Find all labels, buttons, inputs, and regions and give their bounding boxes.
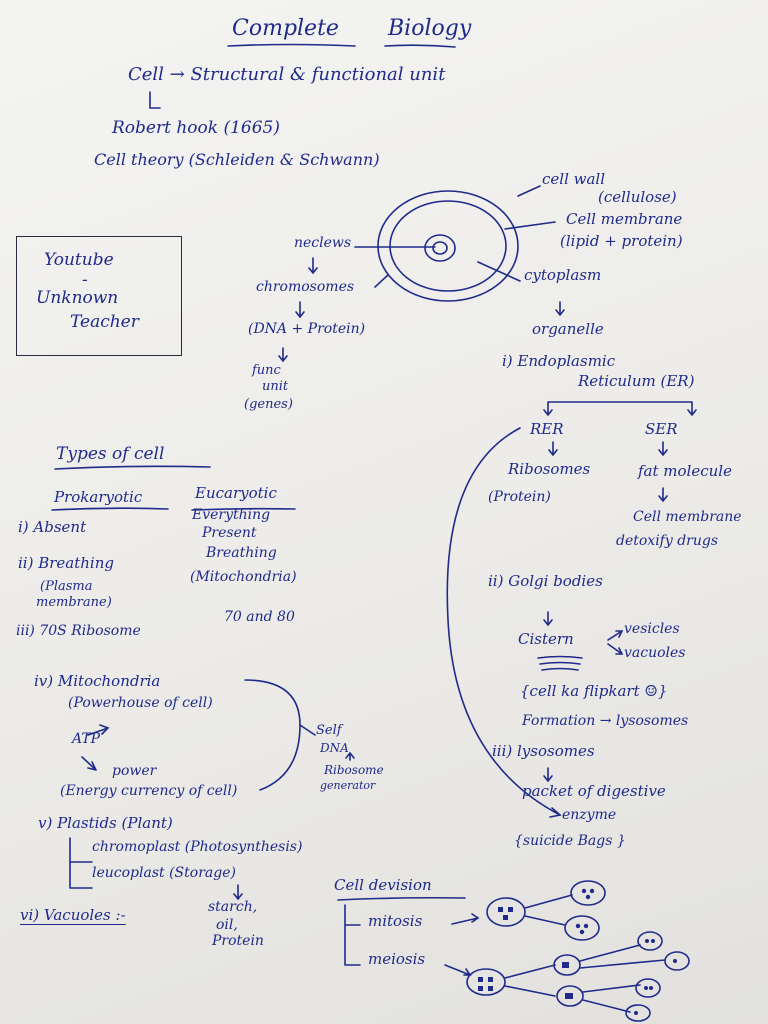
vacuoles-heading: vi) Vacuoles :- <box>20 906 126 924</box>
row2-prok: ii) Breathing <box>18 554 114 572</box>
header-prokaryotic: Prokaryotic <box>54 488 143 506</box>
label-nucleus: neclews <box>294 235 352 251</box>
mito-generator: generator <box>320 779 376 792</box>
label-cytoplasm: cytoplasm <box>524 266 602 284</box>
er-heading-2: Reticulum (ER) <box>578 372 695 390</box>
box-line-unknown: Unknown <box>36 288 119 308</box>
division-heading: Cell devision <box>334 876 432 894</box>
label-lipid-protein: (lipid + protein) <box>560 232 683 250</box>
title-complete: Complete <box>232 16 339 41</box>
mito-heading: iv) Mitochondria <box>34 672 161 690</box>
row3-euk: 70 and 80 <box>224 609 295 625</box>
curved-arrow <box>446 427 561 816</box>
label-formation: Formation → lysosomes <box>522 713 689 729</box>
row3-prok: iii) 70S Ribosome <box>16 623 141 639</box>
label-flipkart: {cell ka flipkart ☺} <box>520 682 668 700</box>
label-suicide-bags: {suicide Bags } <box>514 833 626 849</box>
row2-prok-3: membrane) <box>36 595 112 610</box>
er-heading: i) Endoplasmic <box>502 352 616 370</box>
label-cell-wall: cell wall <box>542 170 606 188</box>
mito-dna: DNA <box>320 741 349 755</box>
storage-protein: Protein <box>212 933 264 949</box>
mito-atp: ATP <box>72 731 101 747</box>
chromoplast: chromoplast (Photosynthesis) <box>92 839 303 855</box>
label-unit: unit <box>262 379 289 394</box>
lysosomes-heading: iii) lysosomes <box>492 742 595 760</box>
box-line-youtube: Youtube <box>44 250 114 270</box>
storage-starch: starch, <box>208 899 258 915</box>
title-biology: Biology <box>388 16 472 41</box>
label-rer: RER <box>530 420 564 438</box>
plastids-heading: v) Plastids (Plant) <box>38 814 173 832</box>
label-dna-protein: (DNA + Protein) <box>248 321 366 337</box>
box-dash: - <box>82 270 88 290</box>
youtube-box <box>16 236 182 356</box>
label-detox: detoxify drugs <box>616 533 719 549</box>
leucoplast: leucoplast (Storage) <box>92 865 236 881</box>
mito-self: Self <box>316 723 342 738</box>
row1-prok: i) Absent <box>18 518 87 536</box>
label-organelle: organelle <box>532 320 604 338</box>
label-chromosomes: chromosomes <box>256 279 355 295</box>
golgi-heading: ii) Golgi bodies <box>488 572 603 590</box>
header-eukaryotic: Eucaryotic <box>195 484 277 502</box>
row2-prok-2: (Plasma <box>40 579 93 594</box>
cell-theory: Cell theory (Schleiden & Schwann) <box>94 150 380 169</box>
label-enzyme: enzyme <box>562 807 617 823</box>
mito-power: power <box>112 763 157 779</box>
cell-definition: Cell → Structural & functional unit <box>128 64 446 85</box>
label-mitosis: mitosis <box>368 912 423 930</box>
label-cellulose: (cellulose) <box>598 188 677 206</box>
cell-wall-outline <box>377 190 519 302</box>
cell-membrane-outline <box>389 200 507 292</box>
mito-powerhouse: (Powerhouse of cell) <box>68 695 213 711</box>
label-genes: (genes) <box>244 397 293 412</box>
box-line-teacher: Teacher <box>70 312 139 332</box>
label-ser-cell-membrane: Cell membrane <box>633 509 742 525</box>
label-ser: SER <box>645 420 678 438</box>
title-underline-1 <box>227 43 356 47</box>
label-cell-membrane: Cell membrane <box>566 210 683 228</box>
label-vacuoles: vacuoles <box>624 645 686 661</box>
label-packet: packet of digestive <box>522 782 666 800</box>
storage-oil: oil, <box>216 917 238 933</box>
label-vesicles: vesicles <box>624 621 680 637</box>
mito-energy: (Energy currency of cell) <box>60 783 238 799</box>
label-ribosomes: Ribosomes <box>508 460 591 478</box>
title-underline-2 <box>384 44 456 48</box>
row2-euk-1: Breathing <box>206 545 277 561</box>
robert-hook: Robert hook (1665) <box>112 118 280 138</box>
label-fat-molecule: fat molecule <box>638 462 732 480</box>
label-cistern: Cistern <box>518 630 574 648</box>
row2-euk-2: (Mitochondria) <box>190 569 297 585</box>
label-func: func <box>252 363 281 378</box>
label-protein: (Protein) <box>488 489 551 505</box>
mito-ribosome: Ribosome <box>324 763 384 777</box>
nucleus-outline <box>424 234 456 262</box>
row1-euk-1: Everything <box>192 507 271 523</box>
types-heading: Types of cell <box>56 444 165 464</box>
label-meiosis: meiosis <box>368 950 426 968</box>
row1-euk-2: Present <box>202 525 257 541</box>
